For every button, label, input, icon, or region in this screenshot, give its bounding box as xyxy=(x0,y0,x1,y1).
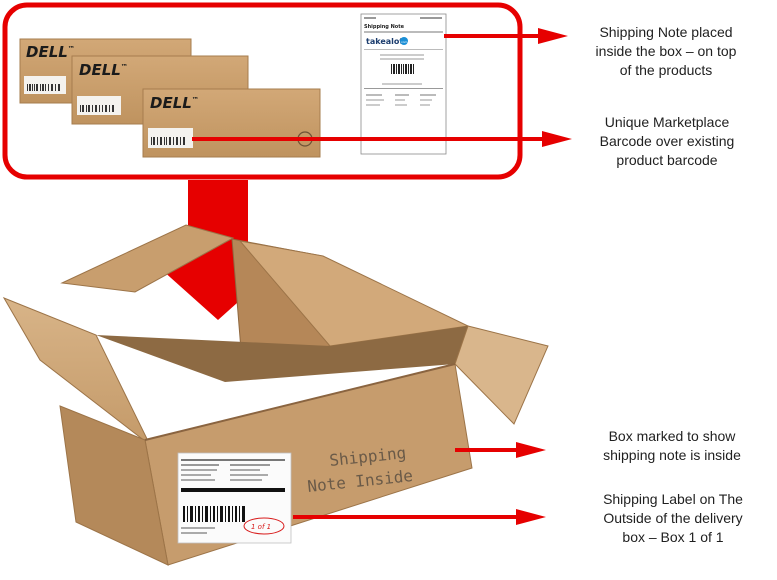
callout-line: shipping note is inside xyxy=(603,447,741,463)
box-count-circle xyxy=(243,517,285,535)
arrow-shipping-label xyxy=(293,509,546,525)
callout-line: Shipping Label on The xyxy=(603,491,743,507)
callout-line: Unique Marketplace xyxy=(604,114,730,130)
callout-marketplace-barcode: Unique Marketplace Barcode over existing… xyxy=(592,113,742,170)
arrow-barcode xyxy=(192,131,572,147)
callout-shipping-label: Shipping Label on The Outside of the del… xyxy=(583,490,763,547)
takealot-logo-badge: com xyxy=(401,40,407,44)
callout-line: inside the box – on top xyxy=(595,43,737,59)
arrow-box-marked xyxy=(455,442,546,458)
delivery-box: Shipping Note Inside 1 of 1 xyxy=(2,224,549,566)
callout-line: product barcode xyxy=(616,152,718,168)
product-box-3: DELL™ xyxy=(142,88,321,158)
takealot-logo: takealot xyxy=(366,37,403,46)
dell-logo: DELL™ xyxy=(79,61,128,79)
callout-line: Barcode over existing xyxy=(599,133,735,149)
arrow-shipping-note xyxy=(444,28,568,44)
callout-line: box – Box 1 of 1 xyxy=(622,529,724,545)
dell-logo: DELL™ xyxy=(26,43,75,61)
box-count-mark: 1 of 1 xyxy=(251,523,271,531)
callout-box-marked: Box marked to show shipping note is insi… xyxy=(586,427,758,465)
shipping-note-barcode xyxy=(391,64,414,74)
callout-line: Outside of the delivery xyxy=(603,510,743,526)
shipping-label-barcode xyxy=(183,506,245,522)
products-highlight-frame xyxy=(2,2,523,180)
callout-line: Box marked to show xyxy=(608,428,736,444)
callout-line: of the products xyxy=(619,62,713,78)
shipping-note-document: Shipping Note takealot com xyxy=(360,13,447,155)
shipping-label: 1 of 1 xyxy=(177,452,292,544)
callout-line: Shipping Note placed xyxy=(599,24,733,40)
callout-shipping-note: Shipping Note placed inside the box – on… xyxy=(586,23,746,80)
shipping-note-title: Shipping Note xyxy=(364,24,405,30)
dell-logo: DELL™ xyxy=(150,94,199,112)
